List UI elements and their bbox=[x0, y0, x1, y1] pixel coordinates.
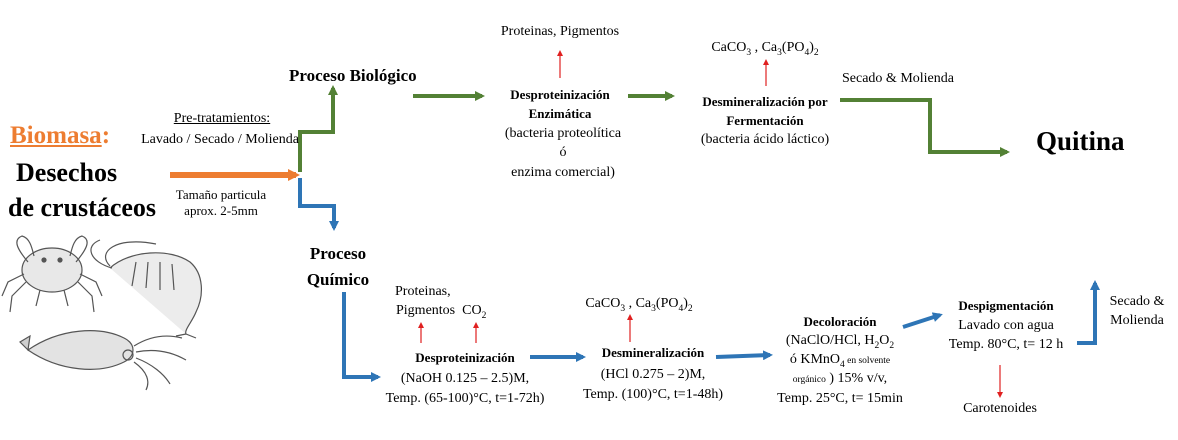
squid-icon bbox=[19, 330, 187, 391]
bio-step2-desc: (bacteria ácido láctico) bbox=[700, 132, 830, 147]
bio-arrow-3 bbox=[840, 98, 1010, 157]
chem-step1-title: Desproteinización bbox=[415, 350, 515, 365]
bio-step1-title-1: Desproteinización bbox=[510, 87, 610, 102]
chem-step3-desc-2: ó KMnO4 en solvente bbox=[762, 352, 918, 371]
pretreatment-body: Lavado / Secado / Molienda bbox=[141, 132, 299, 147]
chem-step3-d1a: (NaClO/HCl, H bbox=[785, 333, 875, 348]
crab-icon bbox=[1, 235, 103, 313]
chem-step3-title: Decoloración bbox=[803, 314, 877, 329]
bio-process-title: Proceso Biológico bbox=[289, 66, 417, 85]
chem-step3-d1sub2: 2 bbox=[889, 340, 895, 351]
chem-step4-desc-2: Temp. 80°C, t= 12 h bbox=[948, 337, 1064, 352]
bio-byproduct-1: Proteinas, Pigmentos bbox=[500, 24, 620, 39]
chem-step1-desc-1: (NaOH 0.125 – 2.5)M, bbox=[400, 371, 530, 386]
chem-process-title-2: Químico bbox=[306, 270, 370, 289]
chem-step3-desc-4: Temp. 25°C, t= 15min bbox=[777, 391, 903, 406]
bio-step1-title-2: Enzimática bbox=[528, 106, 592, 121]
chem-step3-d3a: orgánico bbox=[792, 375, 826, 385]
chem-bp2-sub3: 4 bbox=[678, 303, 684, 314]
chem-bp2-sub1: 3 bbox=[620, 303, 626, 314]
chem-step3-desc-3: orgánico ) 15% v/v, bbox=[762, 371, 918, 387]
chem-step1-desc-2: Temp. (65-100)°C, t=1-72h) bbox=[385, 391, 545, 406]
chem-byproduct-2: CaCO3 , Ca3(PO4)2 bbox=[574, 296, 704, 315]
pretreatment-title: Pre-tratamientos: bbox=[173, 111, 271, 126]
bio-step1-desc-3: enzima comercial) bbox=[511, 165, 615, 180]
chem-bp2-ca: , Ca bbox=[625, 296, 652, 311]
chem-byproduct-1a: Proteinas, bbox=[395, 284, 451, 299]
bio-step2-title-2: Fermentación bbox=[726, 113, 804, 128]
chem-step4-title: Despigmentación bbox=[958, 298, 1054, 313]
chem-arrow-4 bbox=[902, 312, 943, 329]
bio-bp2-po: (PO bbox=[781, 40, 805, 55]
chem-step2-title: Desmineralización bbox=[601, 345, 705, 360]
chem-bp1-co: CO bbox=[462, 303, 482, 318]
chem-step3-d2sub: 4 bbox=[840, 359, 845, 370]
bio-bp2-caco: CaCO bbox=[711, 40, 747, 55]
bio-step1-desc-1: (bacteria proteolítica bbox=[504, 126, 622, 141]
chem-bp2-sub2: 3 bbox=[651, 303, 656, 314]
chem-arrow-3 bbox=[715, 350, 773, 361]
bio-bp2-sub4: 2 bbox=[813, 47, 819, 58]
chem-step3-d2a: ó KMnO bbox=[789, 352, 841, 367]
bio-bp2-sub2: 3 bbox=[777, 47, 782, 58]
chem-step4-desc-1: Lavado con agua bbox=[958, 318, 1054, 333]
chem-step3-desc-1: (NaClO/HCl, H2O2 bbox=[762, 333, 918, 352]
bio-bp2-sub3: 4 bbox=[804, 47, 810, 58]
bio-step1-desc-2: ó bbox=[559, 145, 567, 160]
chem-step2-desc-1: (HCl 0.275 – 2)M, bbox=[600, 367, 706, 382]
chem-drying-line2: Molienda bbox=[1110, 313, 1164, 328]
chem-arrow-1 bbox=[342, 292, 381, 382]
particle-size-line1: Tamaño particula bbox=[175, 187, 267, 202]
chem-drying-line1: Secado & bbox=[1109, 294, 1165, 309]
chem-step3-d3b: ) 15% v/v, bbox=[825, 371, 888, 386]
chem-bp2-caco: CaCO bbox=[585, 296, 621, 311]
chem-bp2-sub4: 2 bbox=[687, 303, 693, 314]
bio-byproduct-2: CaCO3 , Ca3(PO4)2 bbox=[690, 40, 840, 59]
chem-step3-d1b: O bbox=[879, 333, 890, 348]
chem-byproduct-4: Carotenoides bbox=[963, 401, 1037, 416]
biomass-label: Biomasa bbox=[10, 122, 102, 149]
bio-step2-title-1: Desmineralización por bbox=[702, 94, 828, 109]
chem-bp1-sub: 2 bbox=[481, 310, 487, 321]
chem-step2-desc-2: Temp. (100)°C, t=1-48h) bbox=[582, 387, 724, 402]
chem-step3-d2b: en solvente bbox=[844, 356, 891, 366]
shrimp-icon bbox=[90, 239, 202, 339]
chem-bp1-pigmentos: Pigmentos bbox=[396, 303, 456, 318]
biomass-colon: : bbox=[101, 122, 111, 149]
chem-arrow-5 bbox=[1077, 280, 1100, 345]
bio-drying-label: Secado & Molienda bbox=[842, 71, 954, 86]
chem-step3-d1sub: 2 bbox=[874, 340, 880, 351]
product-chitin: Quitina bbox=[1036, 126, 1125, 156]
chem-process-title-1: Proceso bbox=[309, 244, 367, 263]
bio-branch-arrow bbox=[298, 85, 338, 172]
bio-bp2-paren: ) bbox=[809, 40, 814, 55]
chem-bp2-paren: ) bbox=[683, 296, 688, 311]
waste-label-line1: Desechos bbox=[16, 158, 118, 187]
particle-size-line2: aprox. 2-5mm bbox=[184, 203, 258, 218]
bio-bp2-sub1: 3 bbox=[746, 47, 752, 58]
waste-label-line2: de crustáceos bbox=[8, 193, 157, 222]
chem-branch-arrow bbox=[298, 178, 339, 231]
biomass-title: Biomasa: bbox=[10, 122, 110, 151]
bio-bp2-ca: , Ca bbox=[751, 40, 778, 55]
chem-byproduct-1b: Pigmentos CO2 bbox=[396, 303, 486, 322]
chem-bp2-po: (PO bbox=[655, 296, 679, 311]
